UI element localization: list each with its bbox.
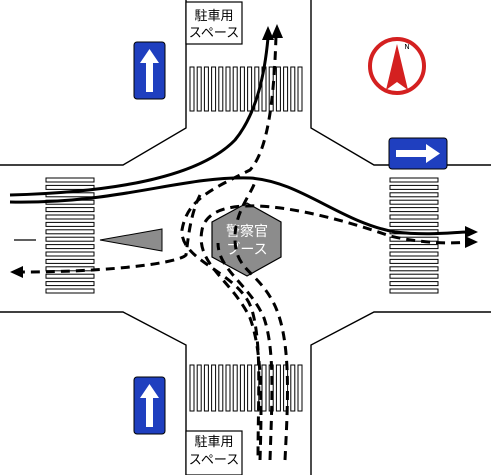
crosswalk-stripe bbox=[45, 281, 95, 287]
crosswalk-stripe bbox=[247, 364, 253, 412]
crosswalk-stripe bbox=[203, 66, 209, 112]
arrowhead-west bbox=[10, 266, 23, 278]
arrowhead-north-1 bbox=[262, 26, 274, 40]
arrowhead-east-1 bbox=[465, 226, 478, 238]
crosswalk-stripe bbox=[389, 221, 439, 227]
parking-space-top: 駐車用 スペース bbox=[185, 1, 243, 45]
crosswalk-stripe bbox=[389, 207, 439, 213]
one-way-up-sign-icon bbox=[140, 384, 159, 427]
crosswalk-stripe bbox=[225, 364, 231, 412]
vehicle-routes bbox=[9, 35, 469, 461]
crosswalk-stripe bbox=[389, 192, 439, 198]
route-arrowheads bbox=[10, 24, 478, 278]
route-south-outer-dashed bbox=[233, 179, 289, 461]
parking-bottom-label-2: スペース bbox=[189, 453, 239, 468]
crosswalk-stripe bbox=[232, 364, 238, 412]
crosswalk-stripe bbox=[45, 273, 95, 279]
crosswalk-stripe bbox=[218, 364, 224, 412]
police-booth: 警察官 ブース bbox=[211, 202, 282, 277]
arrowhead-east-2 bbox=[465, 236, 478, 248]
crosswalk-stripe bbox=[290, 66, 296, 112]
crosswalk-stripe bbox=[218, 66, 224, 112]
crosswalk-stripe bbox=[45, 288, 95, 294]
crosswalk-stripe bbox=[239, 364, 245, 412]
route-south-to-north-dashed bbox=[180, 35, 278, 461]
crosswalk-stripe bbox=[211, 66, 217, 112]
parking-top-label-2: スペース bbox=[189, 26, 239, 41]
crosswalk-south bbox=[189, 364, 303, 412]
crosswalk-stripe bbox=[45, 207, 95, 213]
crosswalk-stripe bbox=[389, 199, 439, 205]
one-way-up-sign-icon bbox=[140, 49, 159, 92]
crosswalk-stripe bbox=[389, 214, 439, 220]
crosswalk-west bbox=[45, 177, 95, 294]
crosswalk-stripe bbox=[211, 364, 217, 412]
parking-bottom-label-1: 駐車用 bbox=[194, 435, 233, 450]
one-way-up-sign-top bbox=[133, 41, 166, 100]
crosswalk-stripe bbox=[45, 244, 95, 250]
crosswalk-stripe bbox=[389, 184, 439, 190]
crosswalk-east bbox=[389, 177, 439, 294]
arrowhead-north-2 bbox=[271, 24, 283, 38]
crosswalk-stripe bbox=[45, 251, 95, 257]
north-arrow-icon bbox=[386, 44, 408, 90]
crosswalk-stripe bbox=[239, 66, 245, 112]
crosswalk-stripe bbox=[389, 281, 439, 287]
one-way-up-sign-bottom bbox=[133, 376, 166, 435]
route-south-to-east-dashed bbox=[199, 204, 469, 461]
crosswalk-stripe bbox=[45, 221, 95, 227]
route-to-west-dashed bbox=[17, 194, 202, 274]
crosswalk-stripe bbox=[389, 266, 439, 272]
crosswalk-stripe bbox=[283, 364, 289, 412]
crosswalk-stripe bbox=[247, 66, 253, 112]
one-way-right-sign-icon bbox=[396, 144, 440, 163]
crosswalk-stripe bbox=[45, 229, 95, 235]
crosswalk-stripe bbox=[45, 236, 95, 242]
crosswalk-stripe bbox=[196, 66, 202, 112]
north-letter: N bbox=[404, 43, 409, 51]
crosswalk-stripe bbox=[297, 66, 303, 112]
crosswalk-stripe bbox=[389, 251, 439, 257]
one-way-right-sign bbox=[388, 137, 448, 170]
booth-label-2: ブース bbox=[226, 241, 267, 258]
crosswalk-stripe bbox=[389, 288, 439, 294]
crosswalk-stripe bbox=[389, 273, 439, 279]
north-compass: N bbox=[368, 37, 426, 95]
crosswalk-stripe bbox=[389, 177, 439, 183]
crosswalk-stripe bbox=[389, 258, 439, 264]
crosswalk-stripe bbox=[261, 364, 267, 412]
route-west-to-east-solid bbox=[9, 176, 469, 236]
crosswalk-stripe bbox=[189, 66, 195, 112]
crosswalk-stripe bbox=[45, 184, 95, 190]
crosswalk-stripe bbox=[290, 364, 296, 412]
crosswalk-stripe bbox=[232, 66, 238, 112]
crosswalk-stripe bbox=[275, 364, 281, 412]
crosswalk-stripe bbox=[225, 66, 231, 112]
crosswalk-stripe bbox=[275, 66, 281, 112]
crosswalk-stripe bbox=[189, 364, 195, 412]
crosswalk-stripe bbox=[203, 364, 209, 412]
crosswalk-stripe bbox=[45, 214, 95, 220]
traffic-island bbox=[99, 228, 163, 252]
crosswalk-stripe bbox=[268, 364, 274, 412]
crosswalk-stripe bbox=[283, 66, 289, 112]
booth-label-1: 警察官 bbox=[226, 223, 268, 240]
parking-space-bottom: 駐車用 スペース bbox=[185, 430, 243, 475]
crosswalk-stripe bbox=[45, 258, 95, 264]
crosswalk-stripe bbox=[45, 177, 95, 183]
parking-top-label-1: 駐車用 bbox=[194, 9, 233, 24]
crosswalk-stripe bbox=[196, 364, 202, 412]
route-south-inner-dashed bbox=[216, 242, 274, 461]
crosswalk-north bbox=[189, 66, 303, 112]
crosswalk-stripe bbox=[297, 364, 303, 412]
route-west-to-north-solid bbox=[9, 37, 270, 197]
crosswalk-stripe bbox=[389, 244, 439, 250]
